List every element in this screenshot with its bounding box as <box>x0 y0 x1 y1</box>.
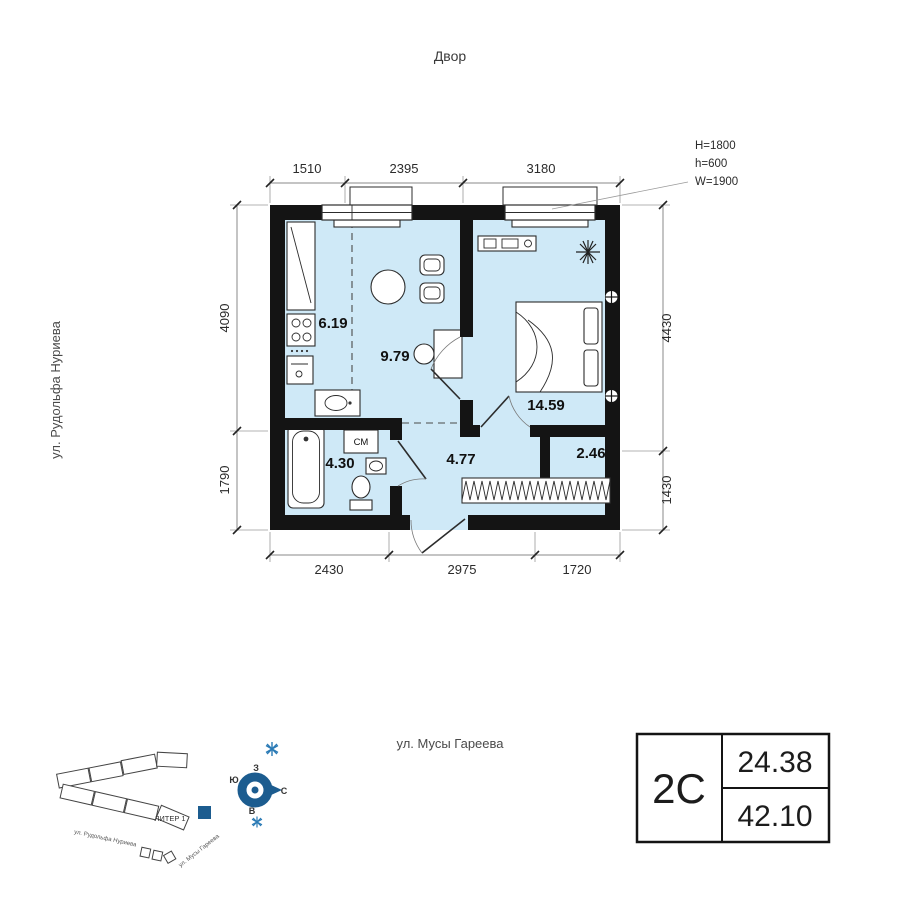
dim-bottom-2: 2975 <box>448 562 477 577</box>
dim-left-1: 4090 <box>217 304 232 333</box>
bedroom-door <box>480 395 531 428</box>
dim-top-1: 1510 <box>293 161 322 176</box>
kitchen-counter-icon <box>286 221 361 417</box>
area-hallway: 4.77 <box>446 451 475 468</box>
area-closet: 2.46 <box>576 445 605 462</box>
dim-right-2: 1430 <box>659 476 674 505</box>
plan-type-value: 2С <box>652 765 706 812</box>
liter-marker <box>198 806 211 819</box>
bed-icon <box>515 301 603 393</box>
site-plan-map: ЛИТЕР 1 ул. Рудольфа Нуриева ул. Мусы Га… <box>56 751 221 869</box>
compass-north: С <box>281 786 288 796</box>
sun-symbol-icon <box>251 816 263 828</box>
vent-symbol-icon <box>605 390 618 402</box>
chair-icon <box>419 254 445 276</box>
washing-machine-icon: СМ <box>343 429 379 454</box>
site-street-b-label: ул. Мусы Гареева <box>178 833 221 869</box>
courtyard-label: Двор <box>434 48 467 64</box>
area-bathroom: 4.30 <box>325 455 354 472</box>
sun-symbol-icon <box>265 742 279 756</box>
room-area-labels: 6.19 9.79 14.59 4.30 4.77 2.46 <box>318 315 605 472</box>
walls <box>270 205 620 530</box>
dim-right-1: 4430 <box>659 314 674 343</box>
dimension-top: 1510 2395 3180 <box>265 161 625 203</box>
street-left-label: ул. Рудольфа Нуриева <box>48 320 63 458</box>
bathroom-door <box>397 440 427 487</box>
street-bottom-label: ул. Мусы Гареева <box>396 736 504 751</box>
dim-top-3: 3180 <box>527 161 556 176</box>
toilet-icon <box>349 475 373 511</box>
area-bedroom: 14.59 <box>527 397 565 414</box>
dim-bottom-1: 2430 <box>315 562 344 577</box>
window-bedroom <box>502 186 598 221</box>
washing-machine-label: СМ <box>354 437 369 448</box>
dim-bottom-3: 1720 <box>563 562 592 577</box>
dimension-right: 4430 1430 <box>622 200 674 535</box>
vent-symbol-icon <box>605 291 618 303</box>
compass-east: В <box>249 806 256 816</box>
site-street-a-label: ул. Рудольфа Нуриева <box>74 829 138 848</box>
dimension-bottom: 2430 2975 1720 <box>265 532 625 577</box>
window-kitchen <box>321 186 413 221</box>
entrance-door <box>410 518 466 554</box>
area-living: 9.79 <box>380 348 409 365</box>
living-area-value: 24.38 <box>737 746 812 779</box>
window-spec: H=1800 h=600 W=1900 <box>551 140 738 210</box>
apartment-info-table: 2С 24.38 42.10 <box>635 732 831 844</box>
liter-label: ЛИТЕР 1 <box>154 814 185 823</box>
dimension-left: 4090 1790 <box>217 200 268 535</box>
dim-left-2: 1790 <box>217 466 232 495</box>
tv-dresser-icon <box>477 235 537 252</box>
living-door <box>430 336 461 400</box>
compass-south: Ю <box>229 775 238 785</box>
compass-north-arrow-icon <box>269 784 282 796</box>
dim-top-2: 2395 <box>390 161 419 176</box>
window-spec-h: h=600 <box>695 158 727 170</box>
window-spec-W: W=1900 <box>695 176 738 188</box>
compass-rose: З Ю С В <box>229 742 288 828</box>
wardrobe-icon <box>461 477 611 504</box>
total-area-value: 42.10 <box>737 800 812 833</box>
zone-dashed-lines <box>351 221 459 424</box>
compass-west: З <box>253 763 259 773</box>
window-spec-H: H=1800 <box>695 140 736 152</box>
dining-table-icon <box>370 269 406 305</box>
bathtub-icon <box>287 425 325 509</box>
area-kitchen: 6.19 <box>318 315 347 332</box>
plant-icon <box>576 240 600 264</box>
chair-icon <box>419 282 445 304</box>
sink-icon <box>365 457 387 475</box>
